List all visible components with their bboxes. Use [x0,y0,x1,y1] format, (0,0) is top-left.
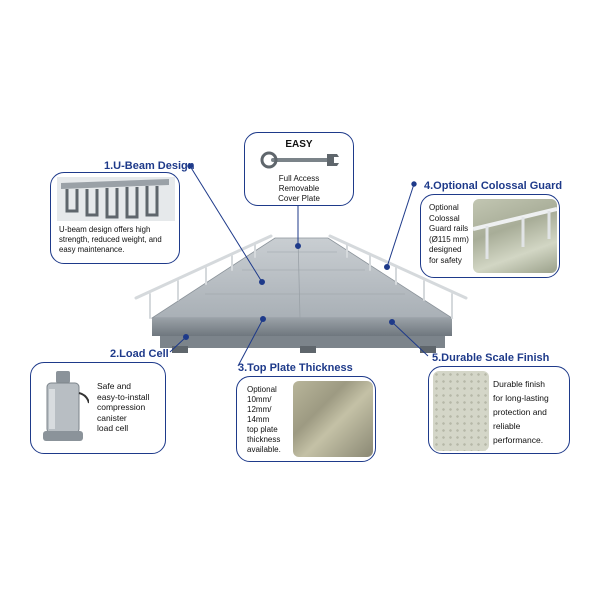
right-guard-rail [328,234,468,319]
guard-title: 4.Optional Colossal Guard [424,180,563,192]
finish-callout: Durable finish for long-lasting protecti… [428,366,570,454]
leader-dot [260,316,266,322]
wrench-icon [260,151,343,169]
topplate-text: Optional 10mm/ 12mm/ 14mm top plate thic… [247,385,281,454]
scale-frame [152,318,452,336]
plate-seam [297,237,301,319]
topplate-callout: Optional 10mm/ 12mm/ 14mm top plate thic… [236,376,376,462]
load-cell-image [43,371,89,441]
loadcell-callout: Safe and easy-to-install compression can… [30,362,166,454]
support-foot [172,346,188,353]
leader-dot [183,334,189,340]
scale-base [160,336,445,348]
leader-ubeam [189,165,263,283]
finish-photo [433,371,489,451]
leader-dot [389,319,395,325]
guard-text: Optional Colossal Guard rails (Ø115 mm) … [429,203,469,265]
left-guard-rail [134,234,273,319]
leader-dot [295,243,301,249]
easy-line: Removable [278,184,320,193]
ubeam-callout: U-beam design offers high strength, redu… [50,172,180,264]
easy-line: Cover Plate [278,194,320,203]
guard-rail-icon [473,207,557,259]
easy-heading: EASY [285,139,313,150]
easy-line: Full Access [278,174,320,183]
top-plate-photo [293,381,373,457]
leader-dot [384,264,390,270]
u-beam-image [57,177,175,221]
topplate-title: 3.Top Plate Thickness [238,362,353,374]
ubeam-description: U-beam design offers high strength, redu… [59,225,162,254]
loadcell-title: 2.Load Cell [110,348,169,360]
leader-guard [386,183,415,268]
guard-callout: Optional Colossal Guard rails (Ø115 mm) … [420,194,560,278]
scale-deck [150,237,454,319]
support-foot [420,346,436,353]
leader-loadcell [169,336,187,353]
ubeam-title: 1.U-Beam Design [104,160,195,172]
finish-text: Durable finish for long-lasting protecti… [493,379,549,445]
easy-callout: EASY Full Access Removable Cover Plate [244,132,354,206]
leader-dot [187,163,193,169]
finish-title: 5.Durable Scale Finish [432,352,550,364]
leader-dot [259,279,265,285]
leader-dot [411,181,417,187]
leader-topplate [237,318,264,367]
leader-finish [391,321,429,357]
loadcell-text: Safe and easy-to-install compression can… [97,381,150,433]
guard-rail-photo [473,199,557,273]
support-foot [300,346,316,353]
